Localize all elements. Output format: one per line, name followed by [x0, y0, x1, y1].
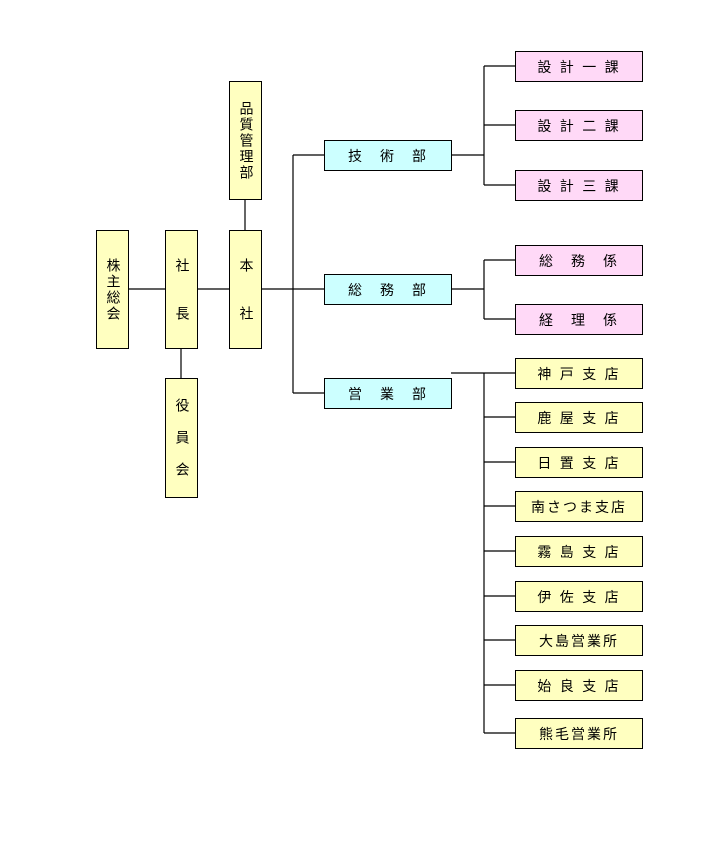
shareholders-meeting-box: 株主総会 — [96, 230, 129, 349]
design-section-3-label: 設 計 三 課 — [537, 178, 621, 195]
branch-box: 始 良 支 店 — [515, 670, 643, 701]
quality-management-box: 品質管理部 — [229, 81, 262, 200]
branch-box: 神 戸 支 店 — [515, 358, 643, 389]
sales-department-label: 営 業 部 — [348, 386, 428, 403]
headquarters-box: 本 社 — [229, 230, 262, 349]
quality-management-label: 品質管理部 — [237, 100, 254, 181]
branch-box: 日 置 支 店 — [515, 447, 643, 478]
branch-label: 伊 佐 支 店 — [537, 589, 621, 606]
design-section-3-box: 設 計 三 課 — [515, 170, 643, 201]
general-affairs-department-label: 総 務 部 — [348, 282, 428, 299]
branch-label: 日 置 支 店 — [537, 455, 621, 472]
tech-department-label: 技 術 部 — [348, 148, 428, 165]
branch-box: 南さつま支店 — [515, 491, 643, 522]
president-box: 社 長 — [165, 230, 198, 349]
branch-label: 始 良 支 店 — [537, 678, 621, 695]
shareholders-meeting-label: 株主総会 — [104, 257, 121, 322]
sales-department-box: 営 業 部 — [324, 378, 452, 409]
branch-box: 伊 佐 支 店 — [515, 581, 643, 612]
design-section-2-label: 設 計 二 課 — [537, 118, 621, 135]
branch-label: 南さつま支店 — [531, 499, 627, 516]
design-section-1-label: 設 計 一 課 — [537, 59, 621, 76]
general-affairs-unit-box: 総 務 係 — [515, 245, 643, 276]
branch-box: 霧 島 支 店 — [515, 536, 643, 567]
branch-box: 熊毛営業所 — [515, 718, 643, 749]
accounting-unit-box: 経 理 係 — [515, 304, 643, 335]
general-affairs-department-box: 総 務 部 — [324, 274, 452, 305]
branch-label: 熊毛営業所 — [539, 726, 619, 743]
president-label: 社 長 — [173, 257, 190, 322]
branch-label: 鹿 屋 支 店 — [537, 410, 621, 427]
general-affairs-unit-label: 総 務 係 — [539, 253, 619, 270]
board-box: 役 員 会 — [165, 378, 198, 498]
branch-label: 霧 島 支 店 — [537, 544, 621, 561]
headquarters-label: 本 社 — [237, 257, 254, 322]
branch-box: 大島営業所 — [515, 625, 643, 656]
design-section-1-box: 設 計 一 課 — [515, 51, 643, 82]
branch-box: 鹿 屋 支 店 — [515, 402, 643, 433]
branch-label: 大島営業所 — [539, 633, 619, 650]
tech-department-box: 技 術 部 — [324, 140, 452, 171]
design-section-2-box: 設 計 二 課 — [515, 110, 643, 141]
accounting-unit-label: 経 理 係 — [539, 312, 619, 329]
branch-label: 神 戸 支 店 — [537, 366, 621, 383]
board-label: 役 員 会 — [173, 398, 190, 478]
